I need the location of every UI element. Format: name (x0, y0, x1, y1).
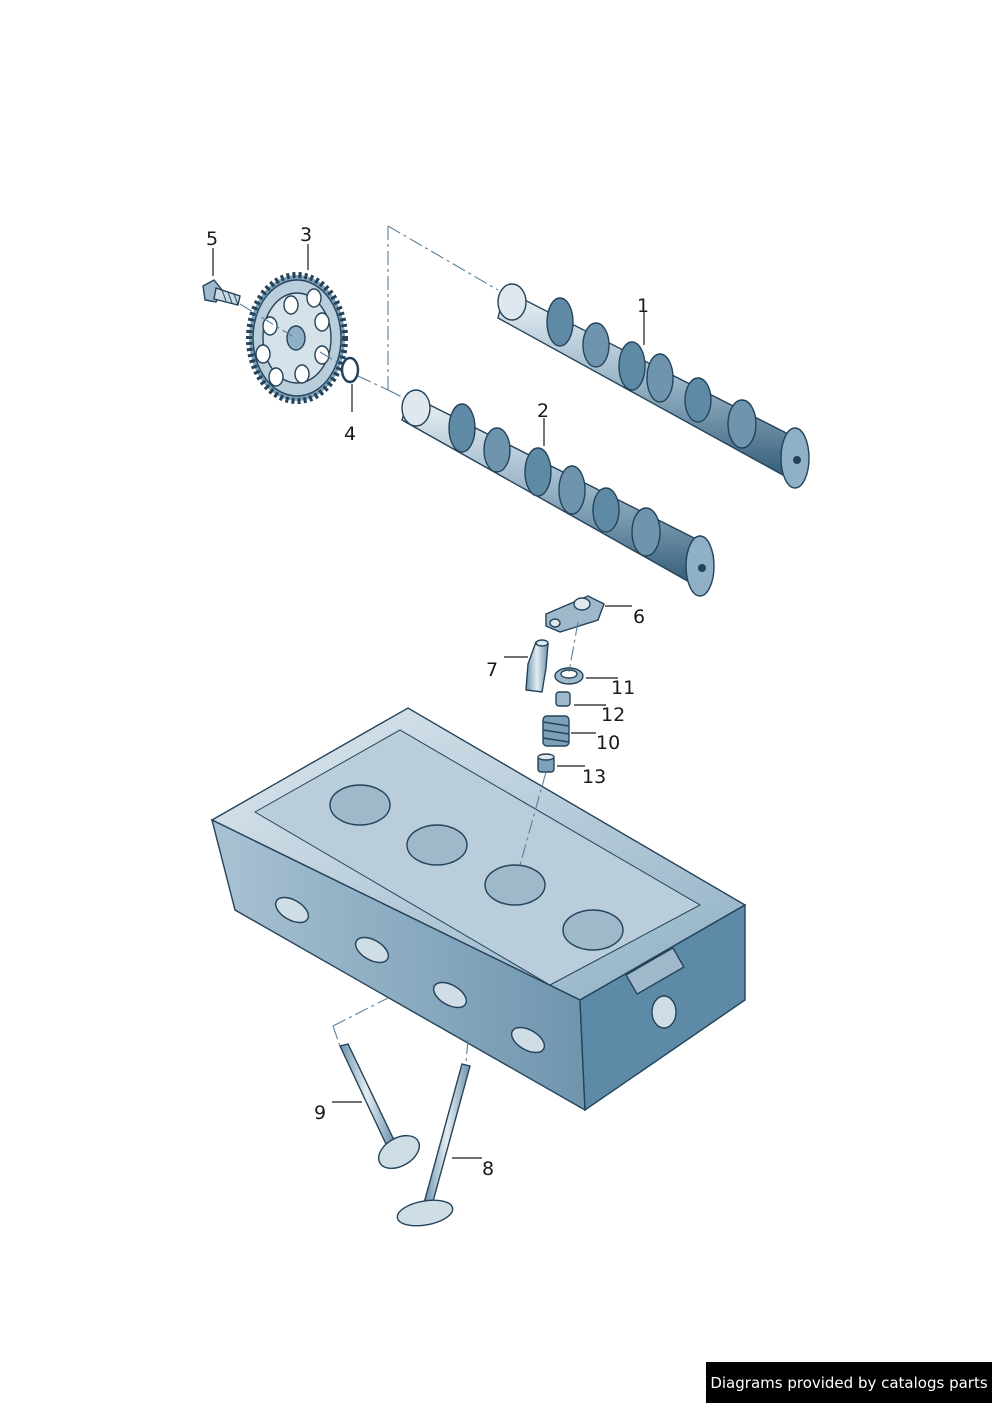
callout-4: 4 (344, 423, 356, 445)
callout-9: 9 (314, 1102, 326, 1124)
assembly-lines (239, 225, 579, 1063)
spring-retainer (554, 667, 584, 685)
valve-keepers (555, 691, 571, 707)
intake-valve (396, 1063, 471, 1227)
exhaust-valve (339, 1043, 420, 1170)
hydraulic-lifter (525, 639, 549, 693)
callout-13: 13 (582, 766, 606, 788)
callout-10: 10 (596, 732, 620, 754)
valve-spring (542, 715, 570, 747)
camshaft-intake (401, 389, 715, 597)
valve-stem-seal (537, 753, 555, 773)
leader-lines (212, 244, 645, 1159)
cylinder-head (210, 707, 747, 1112)
callout-11: 11 (611, 677, 635, 699)
callout-1: 1 (637, 295, 649, 317)
callout-8: 8 (482, 1158, 494, 1180)
sprocket-bolt (202, 279, 241, 306)
camshaft-exhaust (497, 283, 810, 489)
callout-3: 3 (300, 224, 312, 246)
o-ring (340, 356, 360, 384)
camshaft-sprocket (246, 272, 348, 404)
roller-rocker-arm (545, 595, 605, 633)
callout-5: 5 (206, 228, 218, 250)
callout-7: 7 (486, 659, 498, 681)
callout-2: 2 (537, 400, 549, 422)
credit-banner: Diagrams provided by catalogs parts (706, 1362, 992, 1403)
callout-12: 12 (601, 704, 625, 726)
callout-6: 6 (633, 606, 645, 628)
